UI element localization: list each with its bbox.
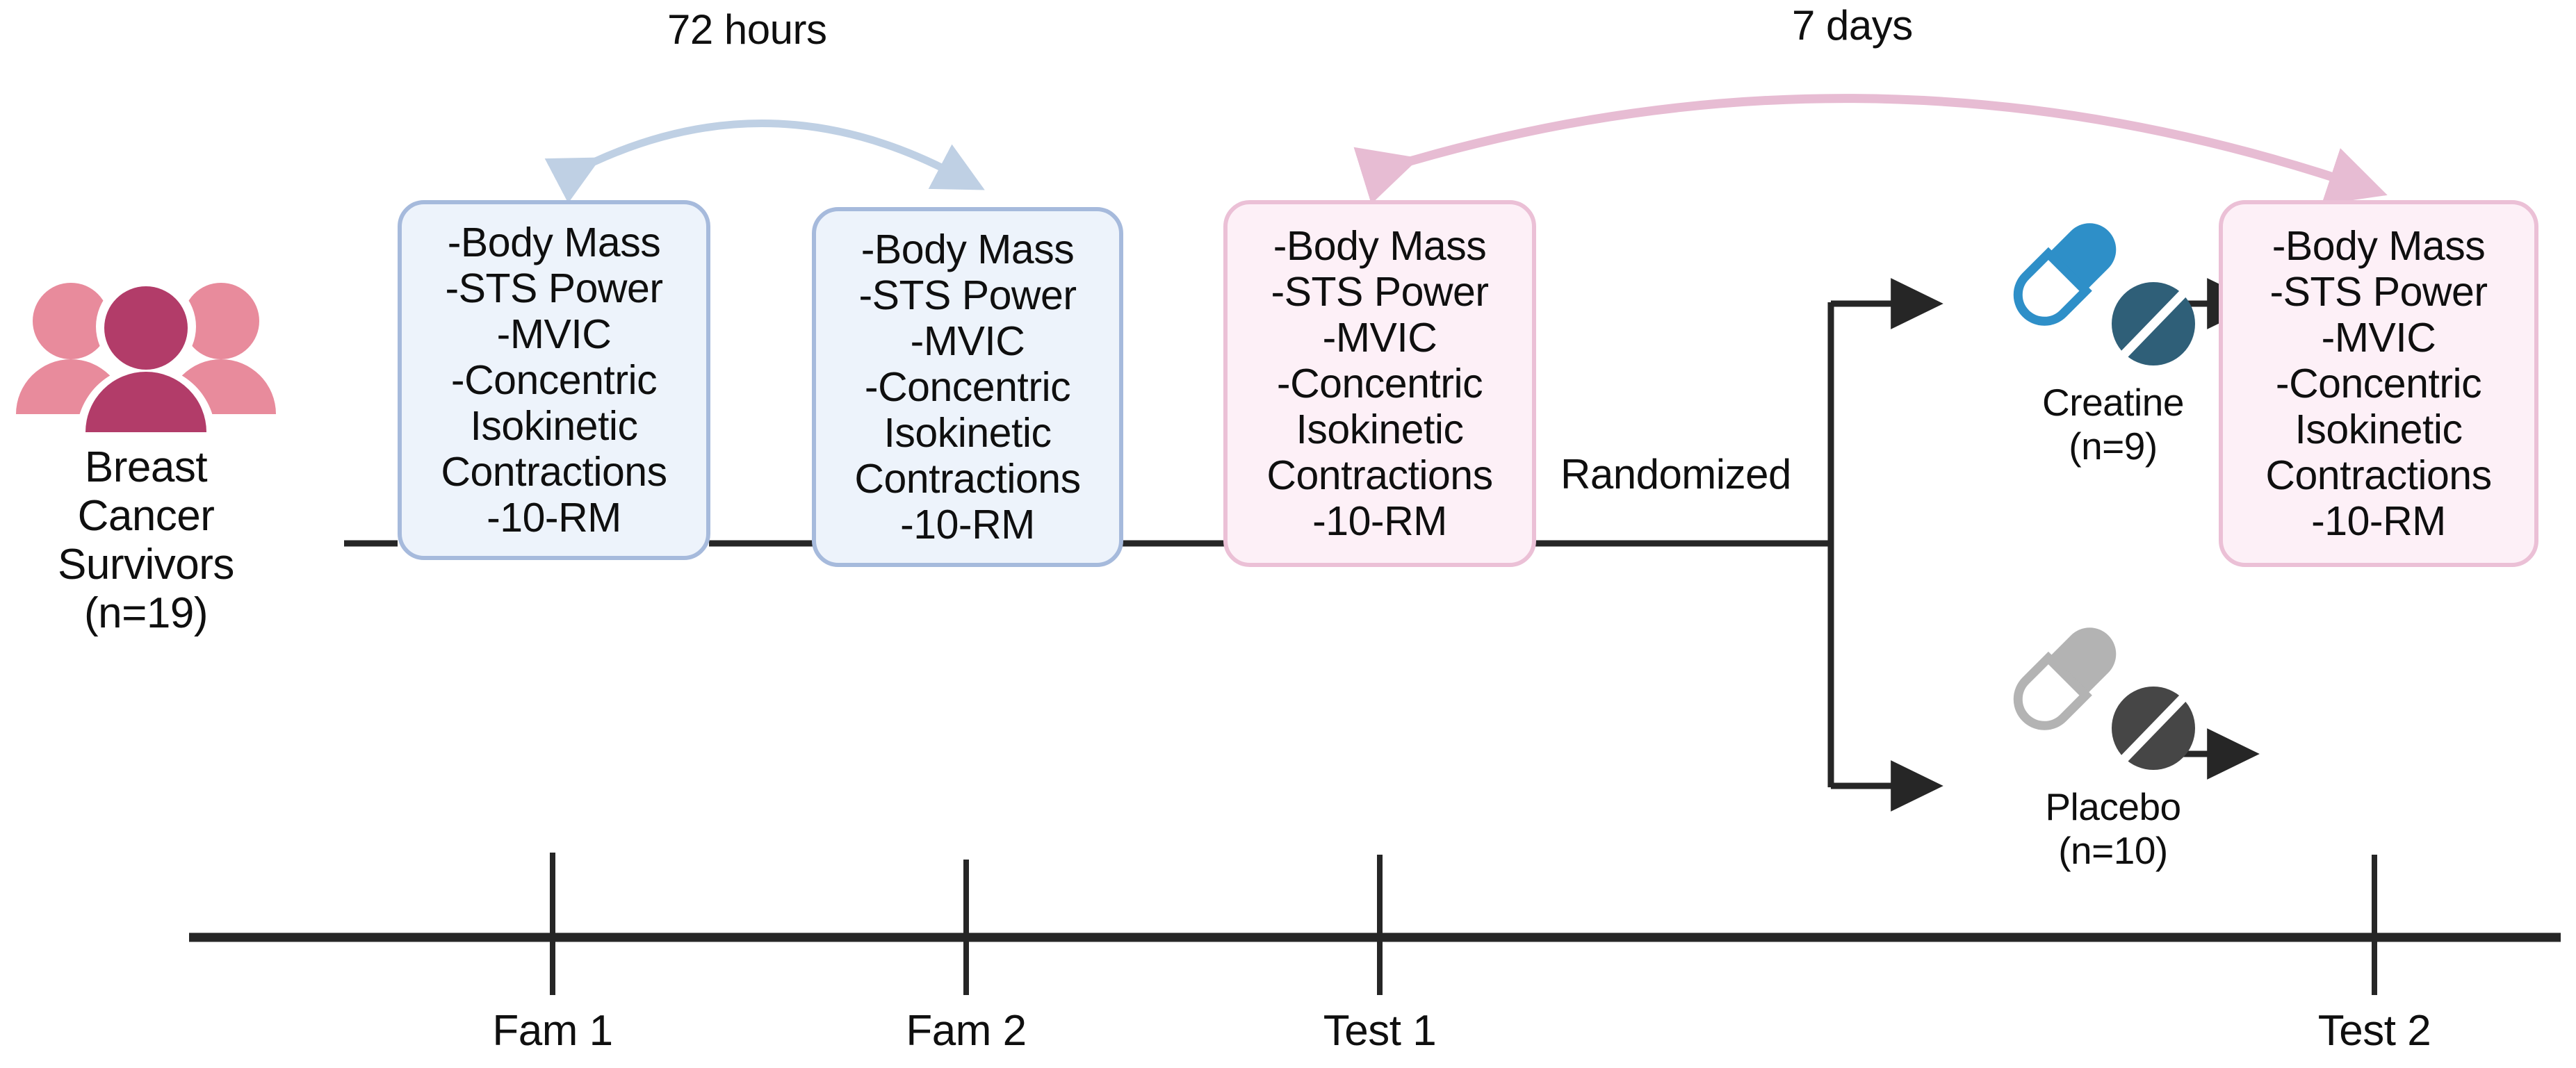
- capsule-and-tablet-icon: [2013, 223, 2195, 365]
- timeline-tick-label-test2: Test 2: [2317, 1007, 2431, 1055]
- timeline-tick-label-fam2: Fam 2: [906, 1007, 1027, 1055]
- arm-creatine-caption: Creatine (n=9): [2042, 381, 2184, 468]
- interval-label-72-hours: 72 hours: [667, 6, 827, 53]
- connector-test1-to-randomization: [1534, 278, 1943, 812]
- assessment-box-fam1[interactable]: -Body Mass -STS Power -MVIC -Concentric …: [398, 200, 710, 560]
- assessment-box-fam1-text: -Body Mass -STS Power -MVIC -Concentric …: [441, 219, 667, 541]
- arm-creatine[interactable]: Creatine (n=9): [1953, 221, 2273, 468]
- people-group-icon: [16, 278, 276, 435]
- timeline-tick-stems: [550, 853, 2377, 995]
- assessment-box-test2[interactable]: -Body Mass -STS Power -MVIC -Concentric …: [2219, 200, 2538, 567]
- timeline-tick-label-test1: Test 1: [1323, 1007, 1437, 1055]
- timeline-tick-label-fam1: Fam 1: [492, 1007, 613, 1055]
- assessment-box-fam2-text: -Body Mass -STS Power -MVIC -Concentric …: [854, 226, 1081, 548]
- randomized-label: Randomized: [1560, 451, 1791, 498]
- assessment-box-test1[interactable]: -Body Mass -STS Power -MVIC -Concentric …: [1223, 200, 1536, 567]
- capsule-and-tablet-icon: [2013, 627, 2195, 770]
- participants-caption: Breast Cancer Survivors (n=19): [58, 443, 234, 638]
- interval-label-7-days: 7 days: [1792, 2, 1913, 49]
- assessment-box-test1-text: -Body Mass -STS Power -MVIC -Concentric …: [1266, 222, 1493, 545]
- participants-group: Breast Cancer Survivors (n=19): [0, 278, 292, 638]
- arm-placebo-caption: Placebo (n=10): [2045, 785, 2181, 872]
- arm-placebo[interactable]: Placebo (n=10): [1953, 625, 2273, 872]
- assessment-box-fam2[interactable]: -Body Mass -STS Power -MVIC -Concentric …: [812, 207, 1123, 567]
- arc-72-hours: [544, 120, 985, 204]
- assessment-box-test2-text: -Body Mass -STS Power -MVIC -Concentric …: [2265, 222, 2492, 545]
- arc-7-days: [1353, 94, 2388, 205]
